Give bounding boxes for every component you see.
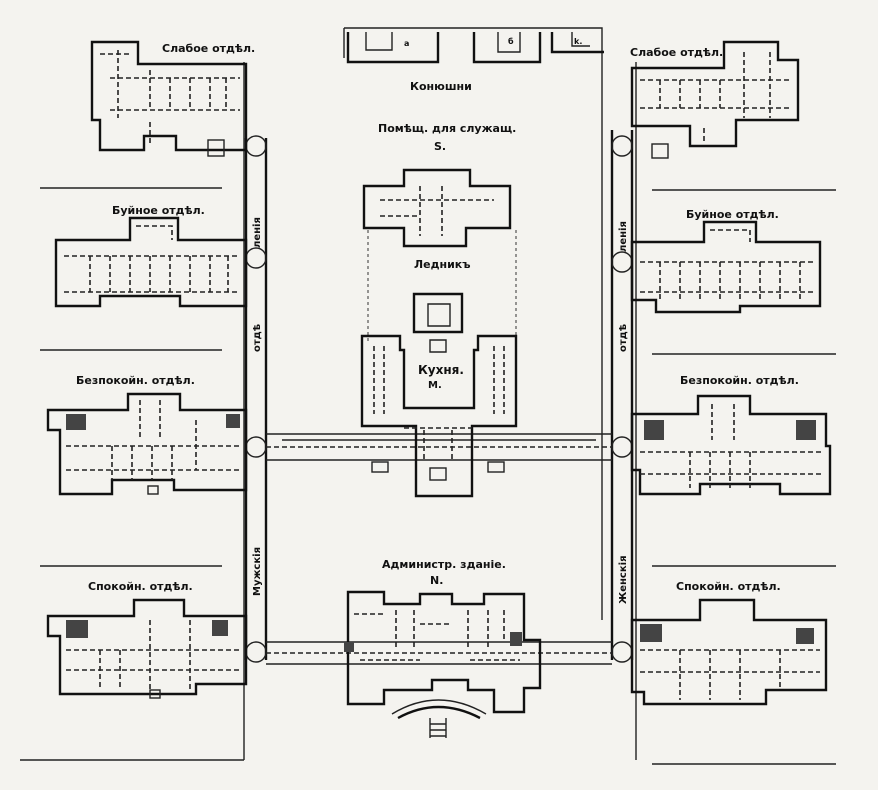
ward-restless-left bbox=[46, 392, 248, 496]
ward-violent-left bbox=[54, 216, 248, 308]
ward-weak-right bbox=[630, 40, 800, 159]
label-stall-a: a bbox=[404, 39, 409, 48]
label-weak-left: Слабое отдѣл. bbox=[162, 42, 255, 55]
label-admin: Администр. зданіе. bbox=[382, 558, 506, 571]
stables-building bbox=[346, 32, 604, 64]
staff-building bbox=[362, 168, 512, 248]
label-women-corridor-mid: отдѣ bbox=[618, 324, 629, 352]
label-violent-left: Буйное отдѣл. bbox=[112, 204, 205, 217]
label-restless-left: Безпокойн. отдѣл. bbox=[76, 374, 195, 387]
label-calm-right: Спокойн. отдѣл. bbox=[676, 580, 781, 593]
label-kitchen: Кухня. bbox=[418, 363, 464, 377]
label-staff-mark: S. bbox=[434, 140, 446, 153]
label-stall-c: k. bbox=[574, 37, 582, 46]
men-corridor bbox=[244, 138, 268, 660]
label-men-corridor-top: ленія bbox=[252, 217, 263, 248]
lower-corridor bbox=[266, 641, 612, 665]
ward-calm-right bbox=[630, 598, 828, 706]
ward-restless-right bbox=[630, 394, 832, 496]
admin-building bbox=[344, 590, 542, 738]
kitchen-building bbox=[360, 334, 518, 498]
label-violent-right: Буйное отдѣл. bbox=[686, 208, 779, 221]
label-stables: Конюшни bbox=[410, 80, 472, 93]
label-restless-right: Безпокойн. отдѣл. bbox=[680, 374, 799, 387]
label-women-corridor-top: ленія bbox=[618, 221, 629, 252]
service-yard-lines bbox=[367, 230, 517, 344]
ward-weak-left bbox=[90, 40, 248, 157]
ward-violent-right bbox=[630, 220, 822, 314]
ward-calm-left bbox=[46, 598, 248, 699]
corridor-junctions bbox=[245, 135, 633, 663]
label-staff: Помѣщ. для служащ. bbox=[378, 122, 516, 135]
site-outline bbox=[20, 27, 836, 765]
label-admin-mark: N. bbox=[430, 574, 443, 587]
label-weak-right: Слабое отдѣл. bbox=[630, 46, 723, 59]
label-kitchen-mark: M. bbox=[428, 380, 442, 391]
label-icehouse: Ледникъ bbox=[414, 258, 471, 271]
cross-corridor bbox=[266, 433, 612, 461]
label-stall-b: б bbox=[508, 36, 514, 46]
women-corridor bbox=[610, 130, 634, 660]
label-men-corridor-low: Мужскія bbox=[252, 547, 263, 596]
labels: Слабое отдѣл. Слабое отдѣл. Буйное отдѣл… bbox=[76, 36, 799, 604]
label-men-corridor-mid: отдѣ bbox=[252, 324, 263, 352]
label-women-corridor-low: Женскія bbox=[618, 556, 629, 605]
label-calm-left: Спокойн. отдѣл. bbox=[88, 580, 193, 593]
icehouse-building bbox=[412, 292, 464, 353]
